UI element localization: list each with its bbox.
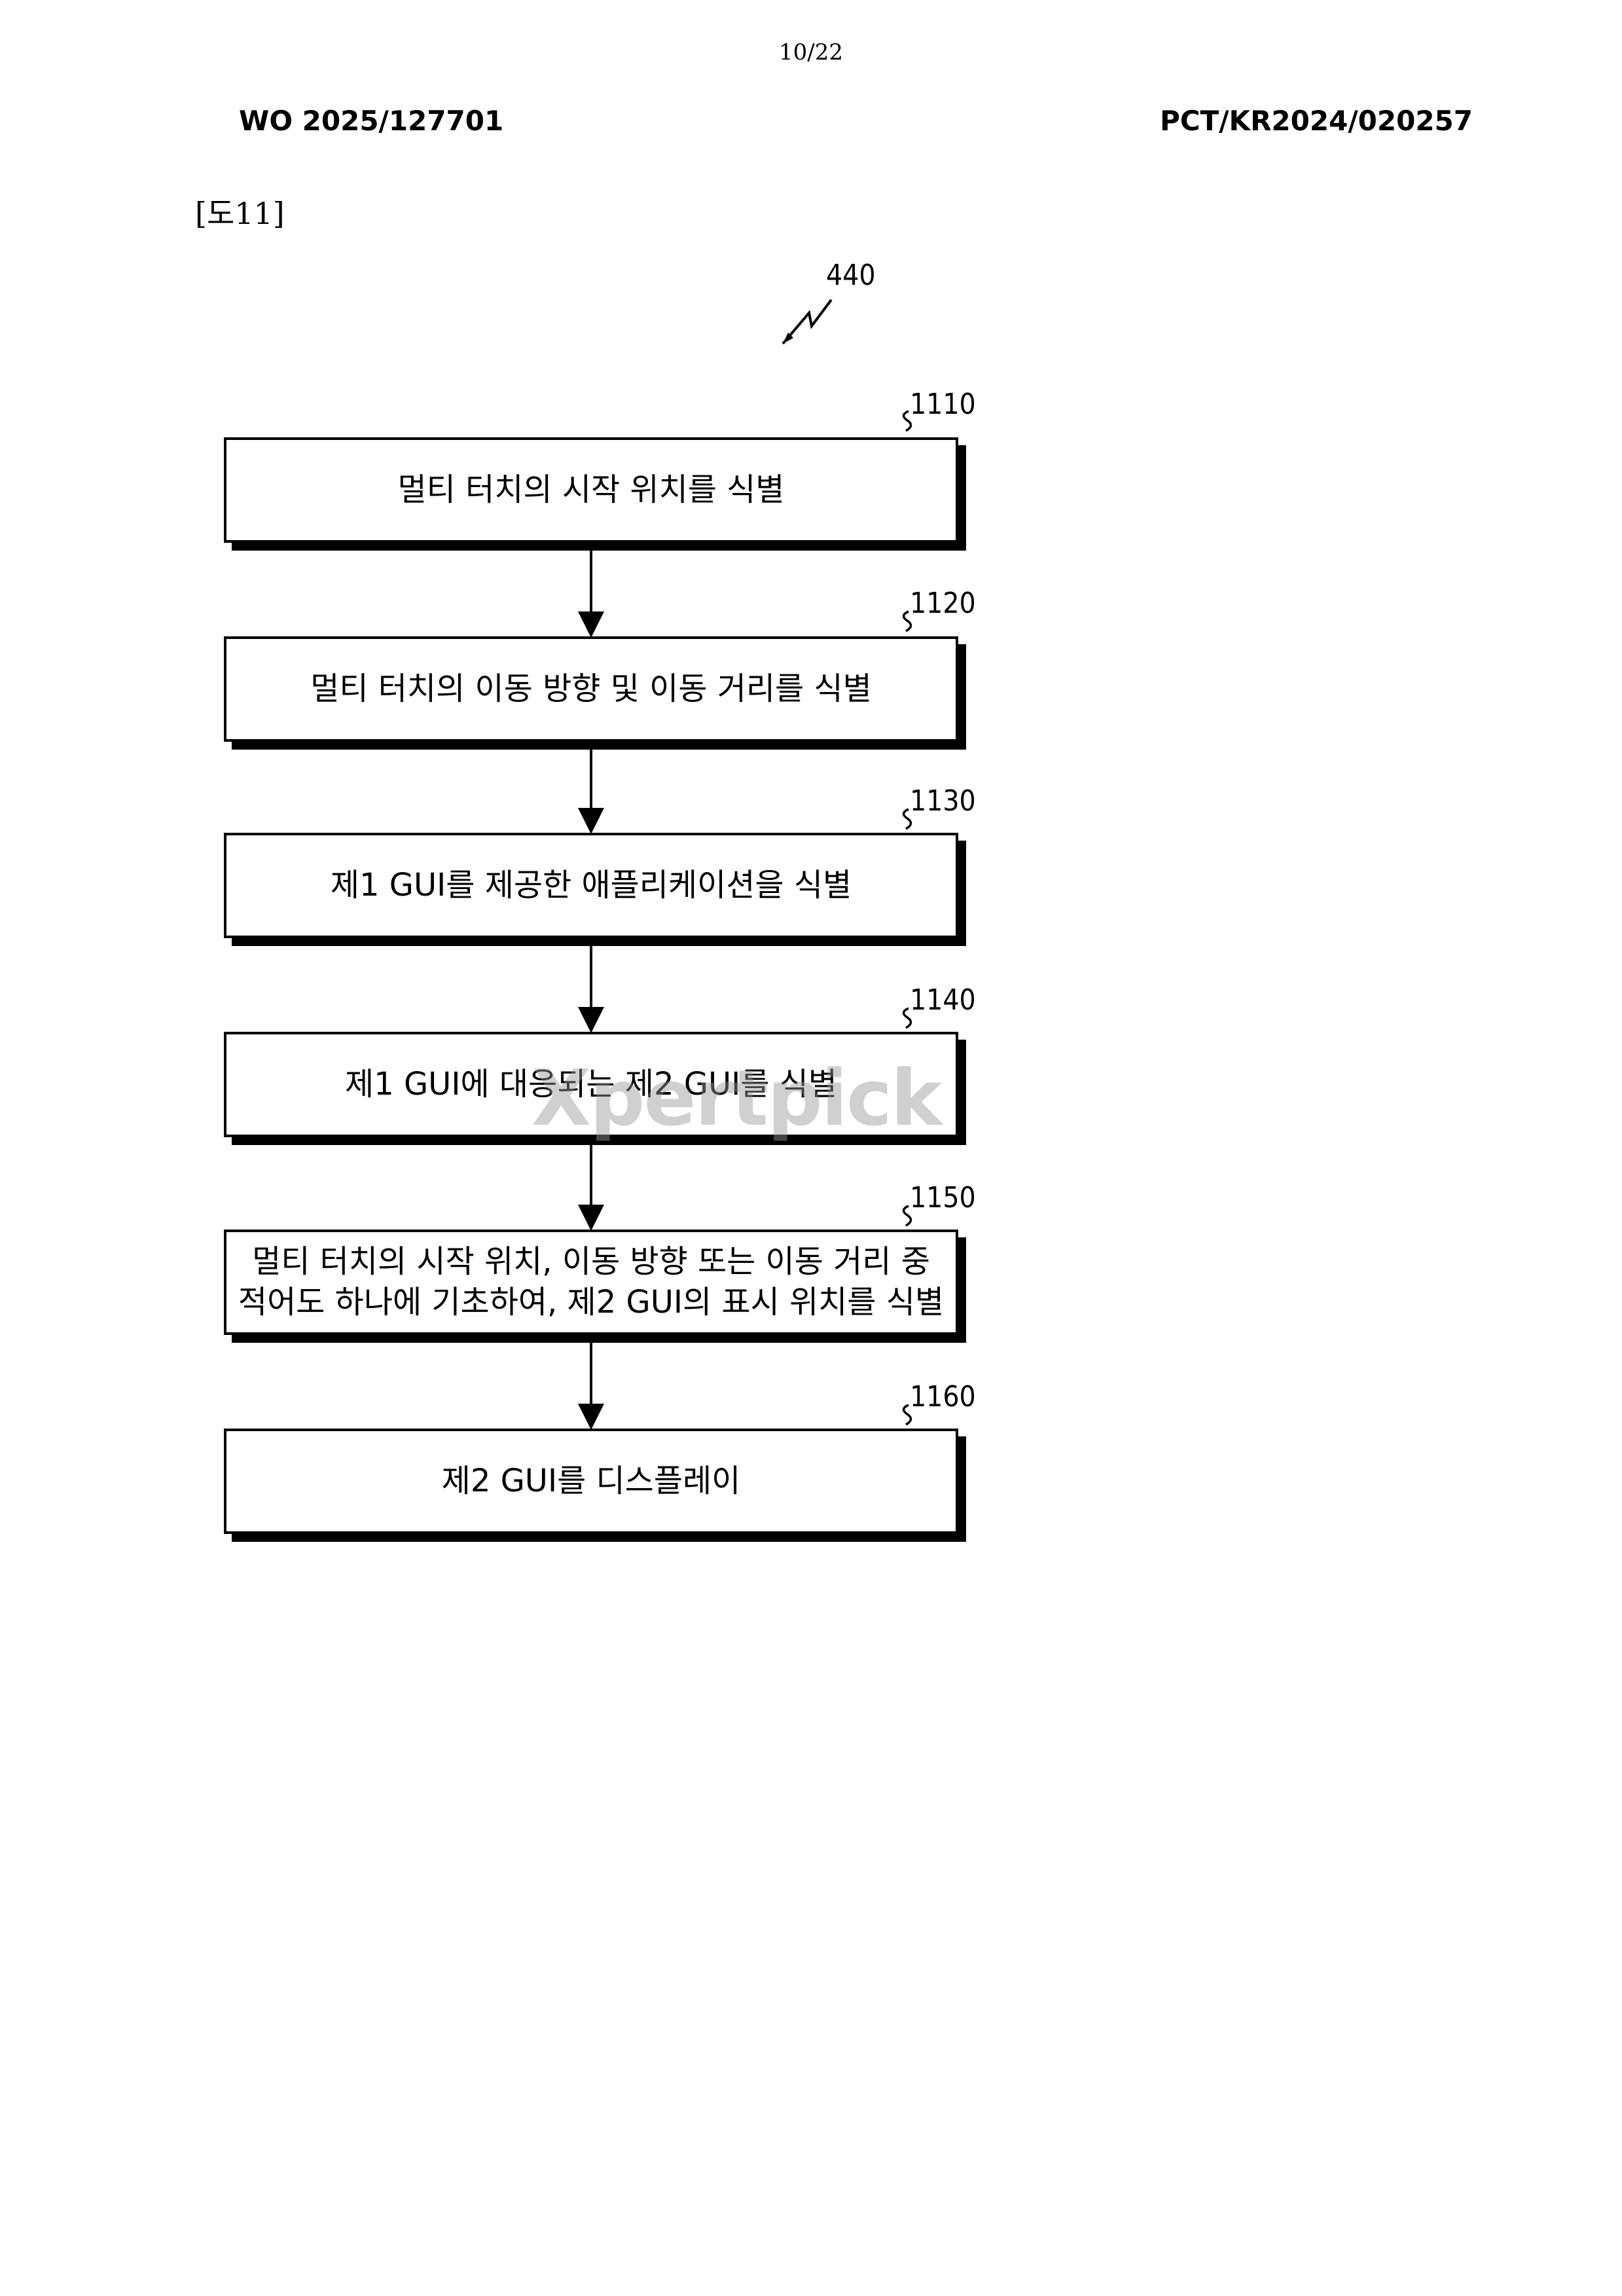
step-text: 멀티 터치의 이동 방향 및 이동 거리를 식별 xyxy=(310,670,872,707)
figure-label: [도11] xyxy=(195,196,285,231)
step-text: 제2 GUI를 디스플레이 xyxy=(441,1462,741,1499)
step-ref-1150: 1150 xyxy=(910,1181,976,1214)
watermark: Xpertpick xyxy=(532,1053,942,1143)
step-ref-1110: 1110 xyxy=(910,388,976,421)
diagram-reference-number: 440 xyxy=(826,259,876,292)
step-text: 멀티 터치의 시작 위치, 이동 방향 또는 이동 거리 중 적어도 하나에 기… xyxy=(238,1243,945,1321)
diagram-ref-leader xyxy=(782,299,833,345)
step-text: 제1 GUI를 제공한 애플리케이션을 식별 xyxy=(330,866,852,903)
step-box-1160: 제2 GUI를 디스플레이 xyxy=(224,1429,958,1534)
step-ref-1120: 1120 xyxy=(910,587,976,620)
step-box-1150: 멀티 터치의 시작 위치, 이동 방향 또는 이동 거리 중 적어도 하나에 기… xyxy=(224,1230,958,1335)
step-box-1140: 제1 GUI에 대응되는 제2 GUI를 식별 xyxy=(224,1032,958,1137)
step-ref-1140: 1140 xyxy=(910,983,976,1017)
step-ref-1130: 1130 xyxy=(910,784,976,818)
step-ref-leaders xyxy=(902,410,912,1426)
step-box-1110: 멀티 터치의 시작 위치를 식별 xyxy=(224,437,958,543)
application-number: PCT/KR2024/020257 xyxy=(1159,105,1473,137)
step-ref-1160: 1160 xyxy=(910,1380,976,1413)
step-text: 멀티 터치의 시작 위치를 식별 xyxy=(397,471,785,508)
step-box-1120: 멀티 터치의 이동 방향 및 이동 거리를 식별 xyxy=(224,636,958,742)
step-text: 제1 GUI에 대응되는 제2 GUI를 식별 xyxy=(345,1065,837,1102)
step-box-1130: 제1 GUI를 제공한 애플리케이션을 식별 xyxy=(224,833,958,938)
page-number: 10/22 xyxy=(779,39,843,65)
publication-number: WO 2025/127701 xyxy=(239,105,504,137)
